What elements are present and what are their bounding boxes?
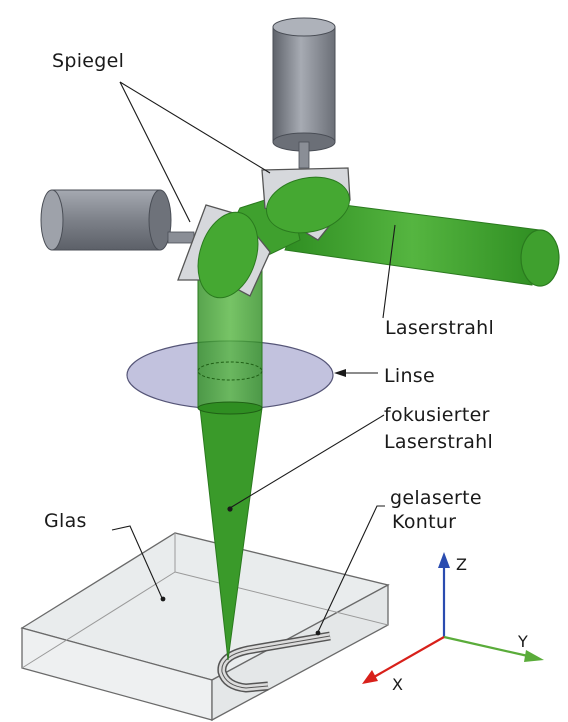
leader-lines [111,81,396,636]
coordinate-axes: Z Y X [362,552,544,694]
z-arrow-head [438,552,450,568]
mirror-1 [261,167,351,241]
label-focused-line2: Laserstrahl [384,431,493,453]
top-galvo-motor [272,17,336,169]
y-arrow-head [524,650,544,662]
axis-label-z: Z [456,555,467,574]
label-lasered-line2: Kontur [392,511,456,533]
label-mirror: Spiegel [52,50,124,72]
axis-label-x: X [392,675,403,694]
lasered-contour [217,631,331,693]
left-galvo-motor [40,189,195,251]
label-lens: Linse [384,365,435,387]
glass-block [20,532,390,722]
label-glass: Glas [44,510,87,532]
entry-beam [284,199,560,287]
label-laser-beam: Laserstrahl [385,317,494,339]
label-lasered-line1: gelaserte [390,487,482,509]
x-arrow-head [362,670,378,684]
mirror-2 [177,204,271,299]
axis-label-y: Y [517,632,528,651]
label-focused-line1: fokusierter [384,404,490,426]
